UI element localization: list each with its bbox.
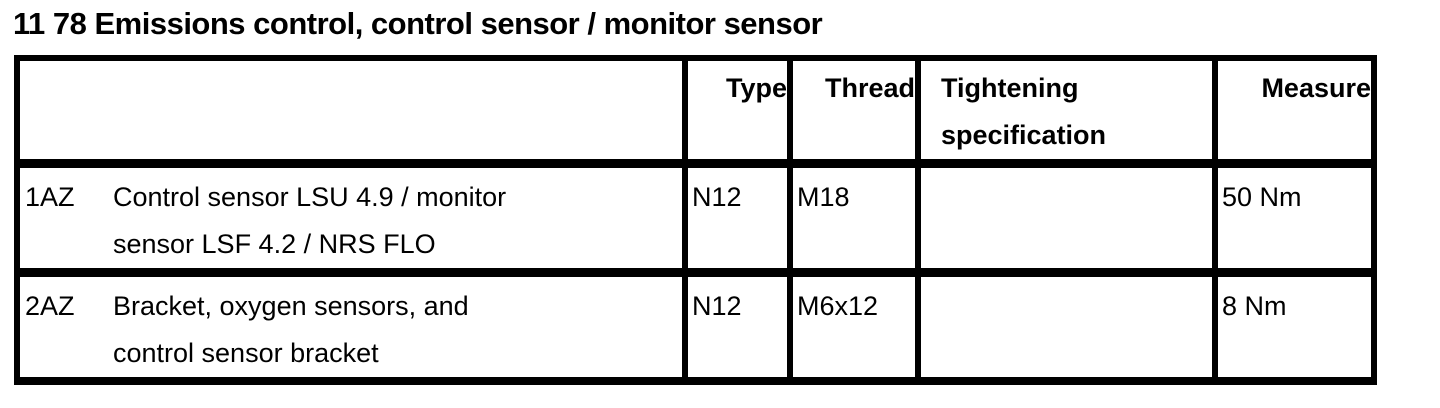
col-header-thread: Thread <box>787 55 921 168</box>
col-header-type: Type <box>682 55 793 168</box>
col-header-measure: Measure <box>1212 55 1377 168</box>
item-description: Bracket, oxygen sensors, and control sen… <box>113 291 469 368</box>
header-row: Type Thread Tightening specification Mea… <box>14 55 1377 168</box>
thread-value: M18 <box>787 160 921 277</box>
thread-value: M6x12 <box>787 269 921 385</box>
item-description: Control sensor LSU 4.9 / monitor sensor … <box>113 182 507 259</box>
item-code: 1AZ <box>25 182 75 212</box>
item-cell: 2AZ Bracket, oxygen sensors, and control… <box>14 269 688 385</box>
tightening-specification-value <box>915 269 1218 385</box>
table-row: 2AZ Bracket, oxygen sensors, and control… <box>14 269 1377 385</box>
item-code: 2AZ <box>25 291 75 321</box>
measure-value: 50 Nm <box>1212 160 1377 277</box>
type-value: N12 <box>682 269 793 385</box>
section-title: 11 78 Emissions control, control sensor … <box>13 6 823 41</box>
measure-value: 8 Nm <box>1212 269 1377 385</box>
type-value: N12 <box>682 160 793 277</box>
torque-spec-table: Type Thread Tightening specification Mea… <box>14 55 1377 385</box>
col-header-item <box>14 55 688 168</box>
tightening-specification-value <box>915 160 1218 277</box>
table-row: 1AZ Control sensor LSU 4.9 / monitor sen… <box>14 160 1377 277</box>
item-cell: 1AZ Control sensor LSU 4.9 / monitor sen… <box>14 160 688 277</box>
col-header-tightening-specification: Tightening specification <box>915 55 1218 168</box>
